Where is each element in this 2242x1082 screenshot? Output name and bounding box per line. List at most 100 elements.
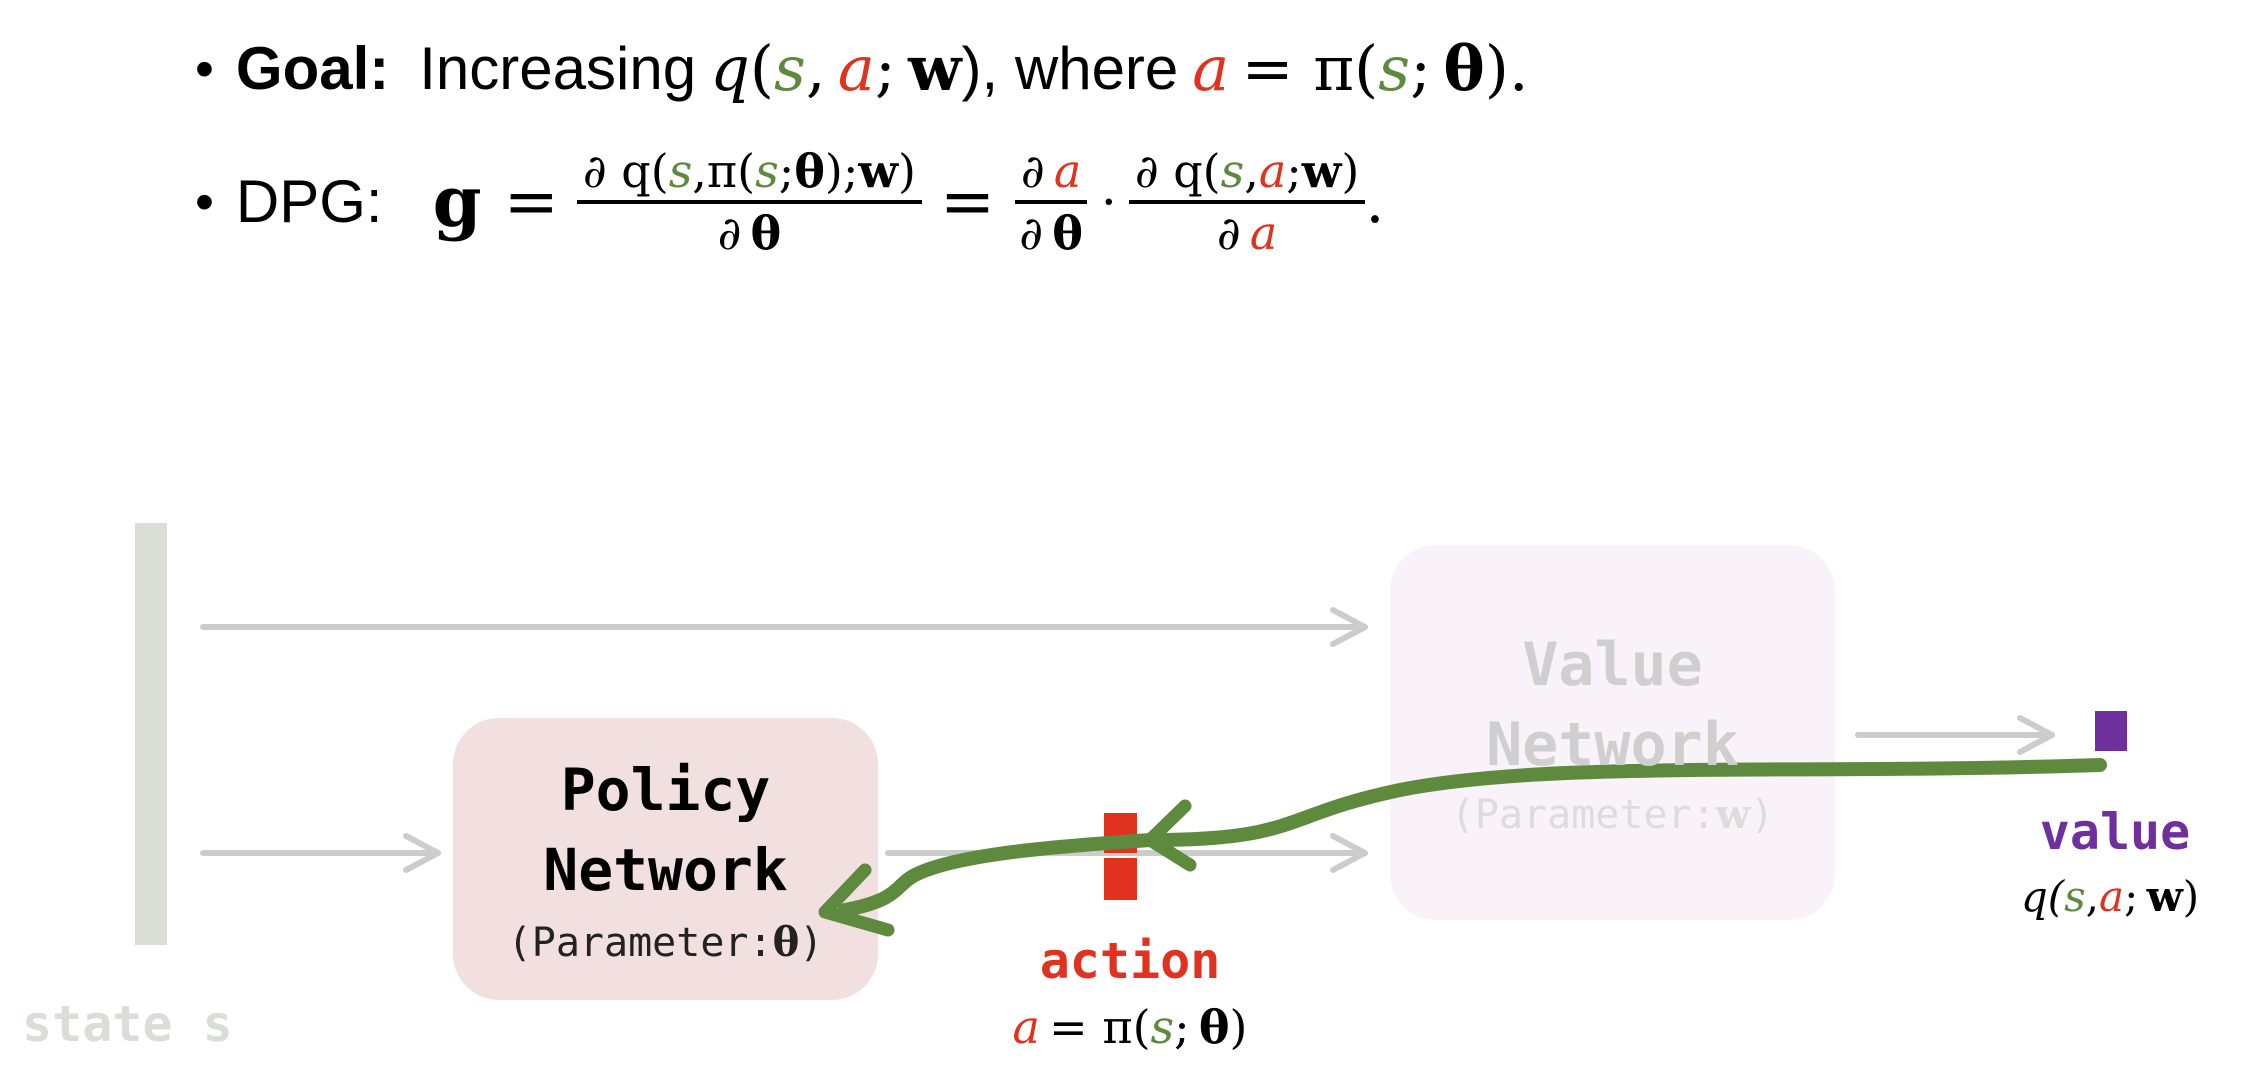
value-network-line2: Network xyxy=(1486,710,1739,780)
policy-network-line2: Network xyxy=(543,836,788,904)
partial-q: ∂ q( xyxy=(582,144,669,198)
comma: , xyxy=(1244,144,1259,198)
theta-symbol: θ xyxy=(1052,206,1083,260)
pi-open: ,π( xyxy=(692,144,756,198)
paren: ) xyxy=(1229,1000,1248,1054)
q-symbol: q( xyxy=(2020,872,2065,921)
a-symbol: a xyxy=(837,32,875,105)
comma: , xyxy=(2085,872,2100,921)
paren-end: ). xyxy=(1484,32,1529,105)
paren: ) xyxy=(1341,144,1360,198)
state-bar xyxy=(135,523,167,945)
theta-symbol: θ xyxy=(750,206,782,260)
a-symbol: a xyxy=(1192,32,1230,105)
s-symbol: s xyxy=(1220,144,1245,198)
goal-formula-2: a = π(s; θ). xyxy=(1192,38,1528,100)
s-symbol: s xyxy=(773,32,806,105)
value-network-label: Value Network xyxy=(1390,625,1835,785)
a-symbol: a xyxy=(1012,1000,1040,1054)
action-formula: a = π(s; θ) xyxy=(960,1000,1300,1054)
semicolon: ; xyxy=(778,144,795,198)
value-network-param: (Parameter:w) xyxy=(1390,790,1835,840)
value-formula: q(s,a; w) xyxy=(1990,872,2230,921)
fraction-denominator: ∂ a xyxy=(1211,204,1283,256)
eq-pi: = π( xyxy=(1049,1000,1151,1054)
fraction-numerator: ∂ a xyxy=(1014,148,1088,204)
s-symbol: s xyxy=(668,144,693,198)
equals-2: = xyxy=(939,163,996,240)
s-symbol: s xyxy=(755,144,779,198)
fraction-denominator: ∂ θ xyxy=(712,204,788,256)
fraction-da-dtheta: ∂ a ∂ θ xyxy=(1013,148,1089,256)
fraction-dq-dtheta: ∂ q(s,π(s;θ);w) ∂ θ xyxy=(576,148,922,256)
fraction-numerator: ∂ q(s,a;w) xyxy=(1128,148,1366,204)
param-suffix: ) xyxy=(1750,792,1775,838)
s-symbol: s xyxy=(2064,872,2086,921)
w-symbol: w xyxy=(2146,872,2183,921)
s-symbol: s xyxy=(1378,32,1411,105)
theta-symbol: θ xyxy=(794,144,825,198)
equals-1: = xyxy=(503,163,559,240)
goal-text: Increasing xyxy=(419,35,697,102)
eq-pi: = π( xyxy=(1241,32,1379,105)
partial: ∂ xyxy=(1216,206,1241,260)
value-label: value xyxy=(2039,803,2191,861)
cdot: · xyxy=(1100,173,1117,231)
semicolon: ; xyxy=(1410,32,1431,105)
period: . xyxy=(1365,167,1385,237)
gradient-arrowhead-action xyxy=(1143,799,1197,872)
a-symbol: a xyxy=(1249,206,1278,260)
w-symbol: w xyxy=(1715,791,1751,838)
policy-network-line1: Policy xyxy=(560,756,771,824)
q-symbol: q xyxy=(710,32,750,105)
w-symbol: w xyxy=(908,32,962,105)
partial: ∂ xyxy=(1020,144,1045,198)
gradient-arrowhead-policy xyxy=(818,863,895,937)
value-network-box xyxy=(1390,545,1835,920)
param-prefix: (Parameter: xyxy=(507,920,773,966)
gradient-arrow xyxy=(818,758,2107,937)
theta-symbol: θ xyxy=(772,919,800,966)
param-suffix: ) xyxy=(799,920,824,966)
partial: ∂ xyxy=(1019,206,1044,260)
arrowhead-state-to-policy xyxy=(403,833,441,873)
g-symbol: g xyxy=(432,160,482,243)
goal-where: ), where xyxy=(961,35,1179,102)
w-symbol: w xyxy=(858,144,898,198)
action-marker-bottom xyxy=(1104,858,1137,900)
semicolon: ; xyxy=(1174,1000,1190,1054)
dpg-label: DPG: xyxy=(235,168,383,235)
dpg-bullet: • DPG: g = ∂ q(s,π(s;θ);w) ∂ θ = ∂ a ∂ θ… xyxy=(195,148,1384,256)
partial-q: ∂ q( xyxy=(1134,144,1221,198)
w-symbol: w xyxy=(1301,144,1342,198)
theta-symbol: θ xyxy=(1443,32,1485,105)
a-symbol: a xyxy=(1258,144,1287,198)
policy-network-param: (Parameter:θ) xyxy=(453,918,878,968)
policy-network-label: Policy Network xyxy=(453,750,878,910)
semicolon: ; xyxy=(874,32,896,105)
fraction-numerator: ∂ q(s,π(s;θ);w) xyxy=(576,148,922,204)
paren: ) xyxy=(897,144,916,198)
arrowhead-state-to-value xyxy=(1330,607,1368,647)
gradient-arrow-shaft xyxy=(838,758,2107,917)
fraction-denominator: ∂ θ xyxy=(1013,204,1089,256)
s-symbol: s xyxy=(1150,1000,1175,1054)
fraction-dq-da: ∂ q(s,a;w) ∂ a xyxy=(1128,148,1366,256)
state-label: state s xyxy=(22,995,233,1053)
param-prefix: (Parameter: xyxy=(1450,792,1716,838)
value-network-line1: Value xyxy=(1522,630,1703,700)
partial: ∂ xyxy=(717,206,742,260)
value-marker xyxy=(2095,711,2127,751)
paren: ) xyxy=(2182,872,2200,921)
a-symbol: a xyxy=(2099,872,2125,921)
goal-formula: q(s, a; w xyxy=(710,38,961,100)
bullet-dot: • xyxy=(195,172,214,232)
close-semi: ); xyxy=(824,144,859,198)
policy-network-box xyxy=(453,718,878,1000)
semicolon: ; xyxy=(1286,144,1302,198)
goal-label: Goal: xyxy=(235,35,390,102)
semicolon: ; xyxy=(2124,872,2139,921)
arrowhead-value-to-output xyxy=(2017,715,2055,755)
